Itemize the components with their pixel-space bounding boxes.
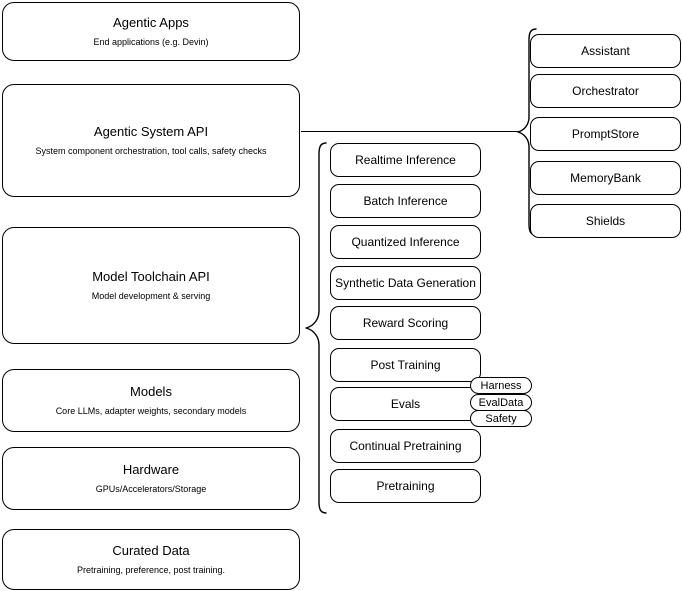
item-label: Orchestrator xyxy=(572,84,639,98)
toolchain-item-continual-pretraining[interactable]: Continual Pretraining xyxy=(330,429,481,463)
system-item-assistant[interactable]: Assistant xyxy=(530,34,681,68)
item-label: Batch Inference xyxy=(363,194,448,208)
system-item-shields[interactable]: Shields xyxy=(530,204,681,238)
item-label: Realtime Inference xyxy=(355,153,456,167)
system-item-orchestrator[interactable]: Orchestrator xyxy=(530,74,681,108)
toolchain-item-realtime-inference[interactable]: Realtime Inference xyxy=(330,143,481,177)
layer-subtitle: End applications (e.g. Devin) xyxy=(93,36,209,47)
layer-title: Agentic System API xyxy=(93,124,209,140)
brace-system-components xyxy=(514,27,540,239)
item-label: Assistant xyxy=(581,44,630,58)
item-label: Evals xyxy=(390,397,421,411)
item-label: Quantized Inference xyxy=(351,235,460,249)
brace-toolchain xyxy=(300,141,328,515)
layer-box-curated-data[interactable]: Curated Data Pretraining, preference, po… xyxy=(2,529,300,590)
item-label: Pretraining xyxy=(376,479,435,493)
layer-box-models[interactable]: Models Core LLMs, adapter weights, secon… xyxy=(2,369,300,432)
layer-box-agentic-system-api[interactable]: Agentic System API System component orch… xyxy=(2,84,300,197)
layer-subtitle: Model development & serving xyxy=(91,290,211,301)
layer-box-model-toolchain-api[interactable]: Model Toolchain API Model development & … xyxy=(2,227,300,344)
system-item-promptstore[interactable]: PromptStore xyxy=(530,117,681,151)
layer-title: Hardware xyxy=(122,462,180,478)
item-label: Synthetic Data Generation xyxy=(335,276,476,290)
connector-line-system-api xyxy=(301,131,518,132)
toolchain-item-quantized-inference[interactable]: Quantized Inference xyxy=(330,225,481,259)
toolchain-item-post-training[interactable]: Post Training xyxy=(330,348,481,382)
item-label: Reward Scoring xyxy=(362,316,449,330)
layer-subtitle: Core LLMs, adapter weights, secondary mo… xyxy=(55,405,247,416)
evals-badge-evaldata[interactable]: EvalData xyxy=(470,394,532,411)
toolchain-item-batch-inference[interactable]: Batch Inference xyxy=(330,184,481,218)
badge-label: Harness xyxy=(480,379,522,392)
layer-subtitle: GPUs/Accelerators/Storage xyxy=(95,483,207,494)
layer-subtitle: System component orchestration, tool cal… xyxy=(35,145,267,156)
layer-subtitle: Pretraining, preference, post training. xyxy=(76,564,226,575)
evals-badge-harness[interactable]: Harness xyxy=(470,377,532,394)
badge-label: Safety xyxy=(485,412,517,425)
toolchain-item-reward-scoring[interactable]: Reward Scoring xyxy=(330,306,481,340)
toolchain-item-evals[interactable]: Evals xyxy=(330,387,481,421)
item-label: PromptStore xyxy=(571,127,640,141)
layer-title: Models xyxy=(130,384,172,400)
layer-title: Curated Data xyxy=(112,543,190,559)
layer-title: Agentic Apps xyxy=(113,15,189,31)
layer-box-agentic-apps[interactable]: Agentic Apps End applications (e.g. Devi… xyxy=(2,2,300,61)
item-label: MemoryBank xyxy=(570,171,641,185)
toolchain-item-pretraining[interactable]: Pretraining xyxy=(330,469,481,503)
badge-label: EvalData xyxy=(478,396,524,409)
system-item-memorybank[interactable]: MemoryBank xyxy=(530,161,681,195)
layer-title: Model Toolchain API xyxy=(92,269,210,285)
item-label: Post Training xyxy=(370,358,441,372)
item-label: Continual Pretraining xyxy=(349,439,462,453)
evals-badge-safety[interactable]: Safety xyxy=(470,410,532,427)
item-label: Shields xyxy=(585,214,626,228)
toolchain-item-synthetic-data-generation[interactable]: Synthetic Data Generation xyxy=(330,266,481,300)
layer-box-hardware[interactable]: Hardware GPUs/Accelerators/Storage xyxy=(2,447,300,510)
